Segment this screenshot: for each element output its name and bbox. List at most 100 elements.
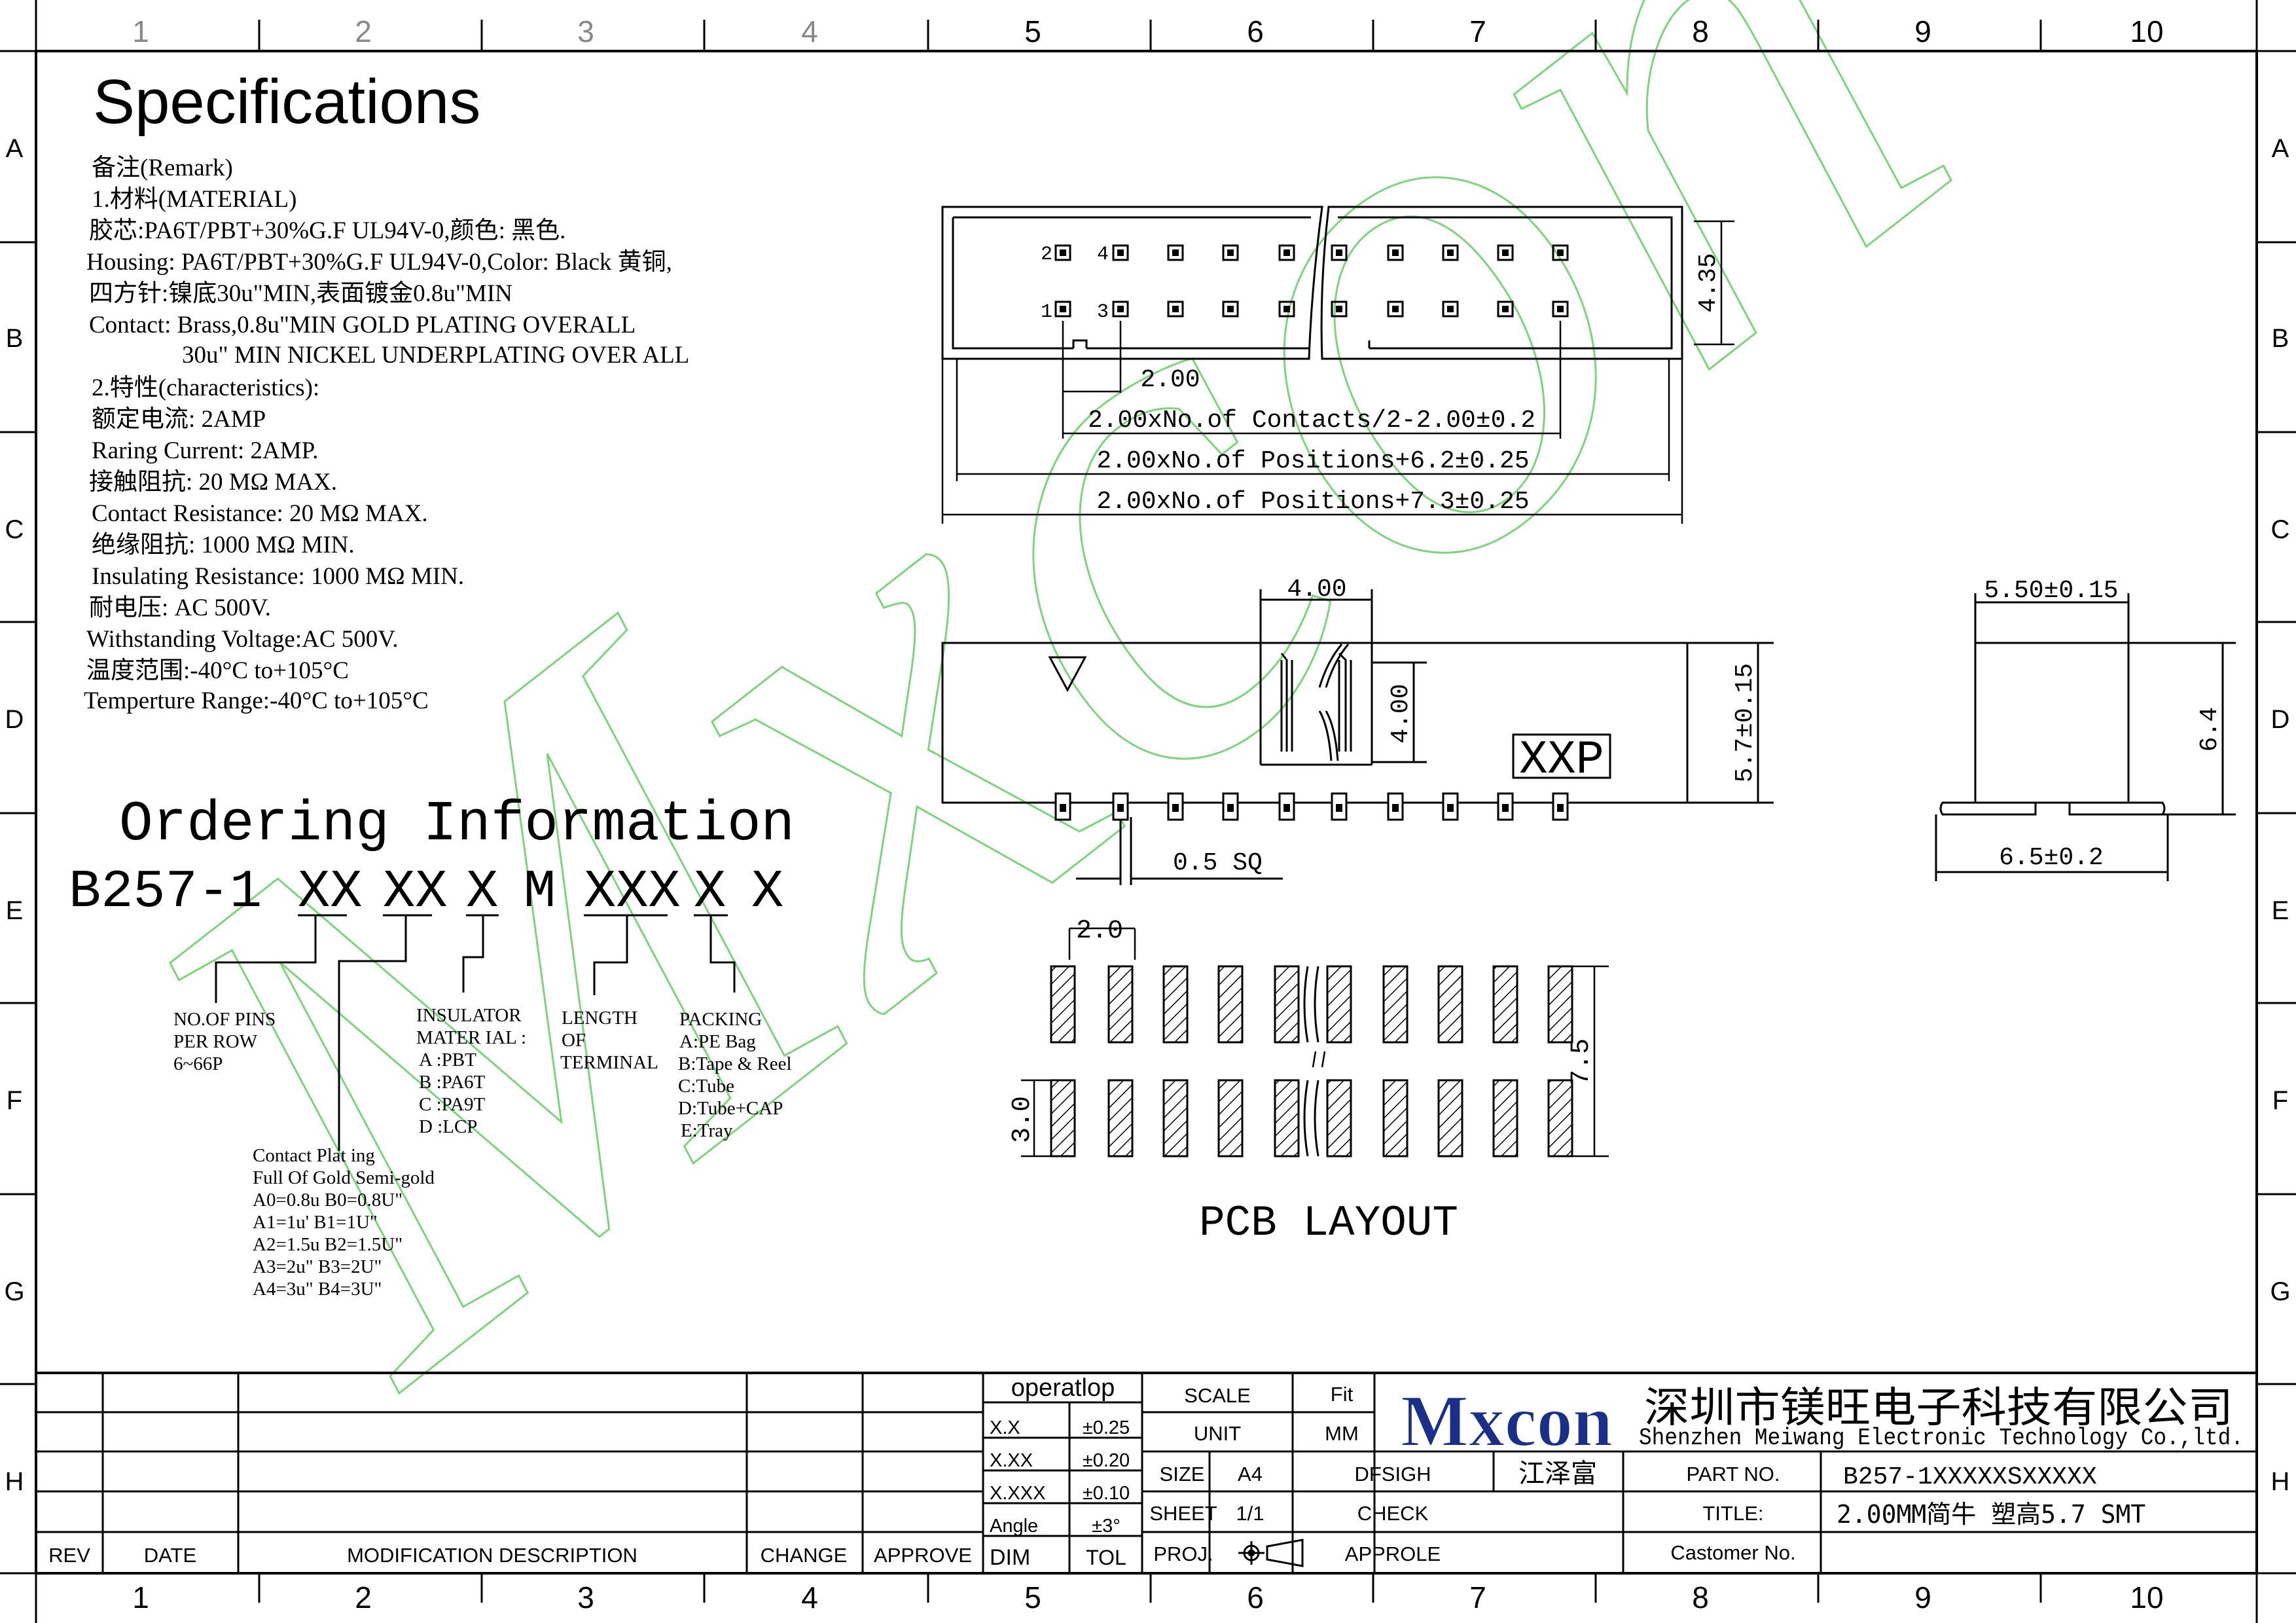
contact-pin [1112, 301, 1129, 318]
contact-pin [1552, 244, 1569, 261]
dim-pitch: 2.00 [1140, 366, 1200, 394]
contact-pin [1054, 244, 1071, 261]
size-label: SIZE [1160, 1463, 1205, 1486]
packing-legend: PACKING [679, 1009, 762, 1030]
contact-pin [1387, 244, 1404, 261]
tol-dim: X.XXX [990, 1483, 1045, 1504]
dim-height-57: 5.7±0.15 [1731, 663, 1759, 782]
row-label: B [2272, 324, 2289, 353]
top-view-dimensions [941, 220, 1734, 524]
insulator-legend: B :PA6T [419, 1072, 486, 1093]
col-label: 10 [2130, 14, 2163, 48]
dim-side-top: 5.50±0.15 [1984, 577, 2118, 605]
contact-pin [1222, 301, 1239, 318]
plating-legend: A4=3u" B4=3U" [253, 1279, 382, 1300]
dim-side-height: 6.4 [2196, 707, 2224, 752]
title-block-grid [35, 1372, 2258, 1575]
pcb-pad [1437, 1079, 1463, 1158]
pcb-pad [1050, 965, 1076, 1044]
dim-pcb-pad: 3.0 [1008, 1096, 1037, 1143]
col-label: 4 [801, 14, 818, 48]
hist-header-date: DATE [144, 1544, 196, 1567]
code-packing: X [694, 862, 726, 922]
proj-label: PROJ. [1153, 1542, 1213, 1565]
contact-pin-core [1392, 306, 1399, 312]
front-view [941, 589, 1774, 885]
insulator-legend: INSULATOR [416, 1005, 522, 1026]
pin-number: 2 [1041, 244, 1052, 266]
col-label: 8 [1692, 1580, 1709, 1614]
col-label: 7 [1469, 1580, 1486, 1614]
contact-pin-core [1060, 249, 1066, 256]
pin-number: 3 [1097, 301, 1109, 323]
contact-pin-core [1502, 306, 1509, 312]
dim-positions-73: 2.00xNo.of Positions+7.3±0.25 [1096, 488, 1529, 516]
col-label: 6 [1247, 1580, 1264, 1614]
contact-pin [1331, 301, 1348, 318]
pcb-pad [1547, 1079, 1573, 1158]
spec-line: Temperture Range:-40°C to+105°C [84, 687, 429, 714]
pcb-pad [1217, 965, 1244, 1044]
ordering-title: Ordering Information [119, 792, 795, 856]
tol-dim: X.X [990, 1417, 1020, 1438]
pcb-pad [1382, 965, 1408, 1044]
break-mark [1303, 966, 1309, 1043]
contact-pin [1442, 244, 1459, 261]
tol-dim: X.XX [990, 1450, 1033, 1471]
row-label: D [5, 705, 24, 734]
polarity-marking: XXP [1519, 733, 1604, 787]
contact-pin-core [1557, 249, 1564, 256]
dfsigh-label: DFSIGH [1354, 1463, 1431, 1486]
pcb-pads [1050, 965, 1573, 1158]
contact-pin [1167, 301, 1184, 318]
col-label: 9 [1914, 14, 1931, 48]
column-labels-top: 1 2 3 4 5 6 7 8 9 10 [132, 14, 2163, 48]
column-ticks [258, 20, 2042, 1603]
ordering-leaders [215, 914, 736, 1151]
row-label: G [2270, 1277, 2290, 1306]
length-legend: OF [562, 1030, 586, 1051]
contact-pin-core [1172, 249, 1179, 256]
col-label: 3 [577, 14, 594, 48]
smt-lead-core [1172, 804, 1179, 812]
spec-line: Insulating Resistance: 1000 MΩ MIN. [92, 563, 464, 590]
row-label: E [2272, 896, 2289, 925]
scale-label: SCALE [1184, 1384, 1251, 1407]
pcb-pad [1326, 965, 1352, 1044]
contact-pin [1054, 301, 1071, 318]
col-label: 4 [801, 1580, 818, 1614]
pcb-dim-text: 2.0 3.0 7.5 [1008, 917, 1596, 1143]
contact-pin [1278, 244, 1295, 261]
spec-line: 四方针:镍底30u"MIN,表面镀金0.8u"MIN [89, 280, 512, 307]
contact-pin-core [1336, 306, 1342, 312]
spec-line: 耐电压: AC 500V. [89, 594, 271, 621]
row-label: E [6, 896, 24, 925]
contact-pin-core [1227, 306, 1234, 312]
hist-header-rev: REV [48, 1544, 90, 1567]
contact-pin [1442, 301, 1459, 318]
pcb-pad [1382, 1079, 1408, 1158]
contact-pin [1497, 244, 1514, 261]
pcb-pad [1107, 1079, 1134, 1158]
row-label: A [6, 134, 24, 163]
col-label: 1 [132, 14, 149, 48]
ordering-code: B257-1 XX XX X M XXX X X [69, 862, 783, 922]
smt-lead-core [1283, 804, 1290, 812]
check-label: CHECK [1357, 1502, 1429, 1525]
dim-pin-square: 0.5 SQ [1173, 849, 1263, 877]
smt-lead-core [1060, 804, 1066, 812]
spec-line: 额定电流: 2AMP [92, 405, 266, 433]
contact-pin-core [1117, 249, 1124, 256]
contact-pin [1278, 301, 1295, 318]
col-label: 3 [577, 1580, 594, 1614]
spec-line: 温度范围:-40°C to+105°C [86, 657, 349, 684]
spec-line: Contact: Brass,0.8u"MIN GOLD PLATING OVE… [89, 312, 636, 338]
approle-label: APPROLE [1345, 1542, 1441, 1565]
col-label: 7 [1469, 14, 1486, 48]
plating-legend: Full Of Gold Semi-gold [253, 1167, 435, 1188]
company-names: 深圳市镁旺电子科技有限公司 Shenzhen Meiwang Electroni… [1639, 1384, 2244, 1451]
row-labels-left: A B C D E F G H [4, 134, 24, 1496]
pins-legend: 6~66P [173, 1053, 223, 1074]
pins-legend: PER ROW [173, 1031, 258, 1052]
pin-number: 4 [1097, 244, 1109, 266]
